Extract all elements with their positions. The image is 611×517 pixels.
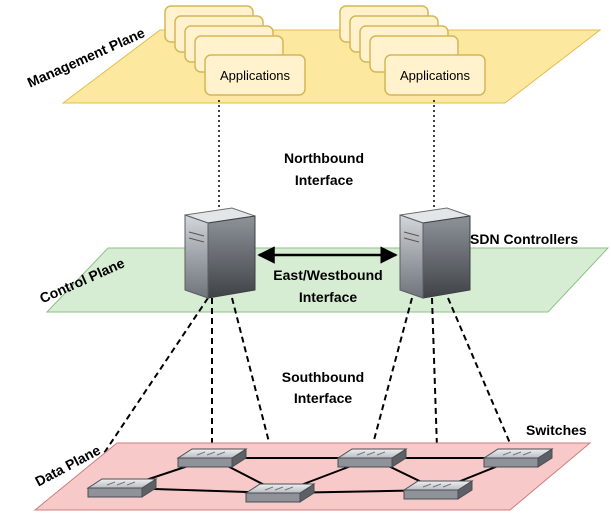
- network-switch: [244, 483, 316, 503]
- application-card-front: [204, 54, 306, 96]
- application-stack-left: Applications: [164, 5, 306, 96]
- northbound-label-line1: Northbound: [284, 150, 364, 166]
- application-label-right: Applications: [400, 68, 471, 83]
- application-label-left: Applications: [220, 68, 291, 83]
- southbound-link: [369, 297, 413, 456]
- southbound-label-line2: Interface: [294, 390, 353, 406]
- eastwest-label-line1: East/Westbound: [273, 267, 382, 283]
- switches-label: Switches: [526, 422, 587, 438]
- eastwest-label-line2: Interface: [299, 289, 358, 305]
- sdn-controller-left: [184, 207, 256, 299]
- network-switch: [86, 478, 158, 498]
- network-switch: [482, 448, 554, 468]
- sdn-controller-right: [399, 207, 471, 299]
- southbound-label-line1: Southbound: [282, 369, 364, 385]
- southbound-link: [447, 297, 516, 456]
- management-plane: [61, 29, 602, 104]
- application-stack-right: Applications: [339, 5, 486, 96]
- sdn-controllers-label: SDN Controllers: [470, 231, 578, 247]
- southbound-link: [87, 297, 209, 478]
- application-card-front: [384, 54, 486, 96]
- northbound-label-line2: Interface: [295, 172, 354, 188]
- network-switch: [176, 448, 248, 468]
- network-switch: [336, 448, 408, 468]
- switches: [86, 448, 554, 503]
- network-switch: [402, 480, 474, 500]
